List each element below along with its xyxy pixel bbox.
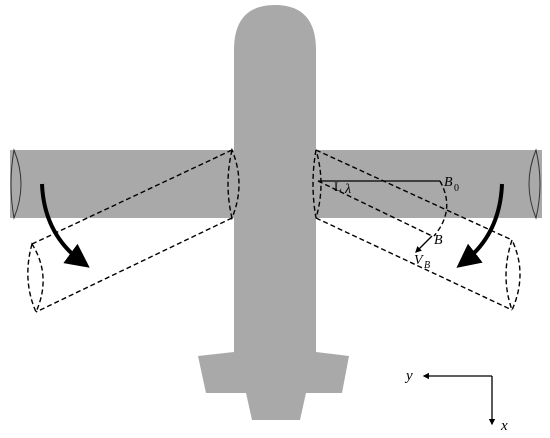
velocity-vector <box>415 235 433 253</box>
right-folded-wing-edge-top <box>315 149 513 241</box>
right-folded-wing-edge-bottom <box>315 217 513 311</box>
fuselage <box>198 5 349 420</box>
velocity-label: V <box>414 253 424 268</box>
velocity-subscript: B <box>424 260 430 271</box>
point-b-label: B <box>434 233 443 248</box>
point-b0-subscript: 0 <box>454 183 459 194</box>
swept-line-b <box>317 180 433 237</box>
rotation-arrow-left-icon <box>40 183 90 268</box>
y-axis-label: y <box>404 368 413 384</box>
angle-mark-label: L <box>334 179 342 194</box>
right-wing <box>312 150 542 218</box>
left-folded-wing-edge-top <box>31 149 233 245</box>
point-b0-label: B <box>444 175 453 190</box>
left-wing-tip-airfoil <box>10 148 22 220</box>
angle-lambda-label: λ <box>344 182 351 197</box>
left-folded-wing-edge-bottom <box>35 217 233 313</box>
right-folded-wing-tip <box>505 238 521 312</box>
right-wing-tip-airfoil <box>528 148 541 220</box>
left-wing <box>10 150 238 218</box>
rotation-arrow-right-icon <box>456 183 504 268</box>
x-axis-label: x <box>500 418 508 434</box>
left-folded-wing-tip <box>27 242 44 314</box>
